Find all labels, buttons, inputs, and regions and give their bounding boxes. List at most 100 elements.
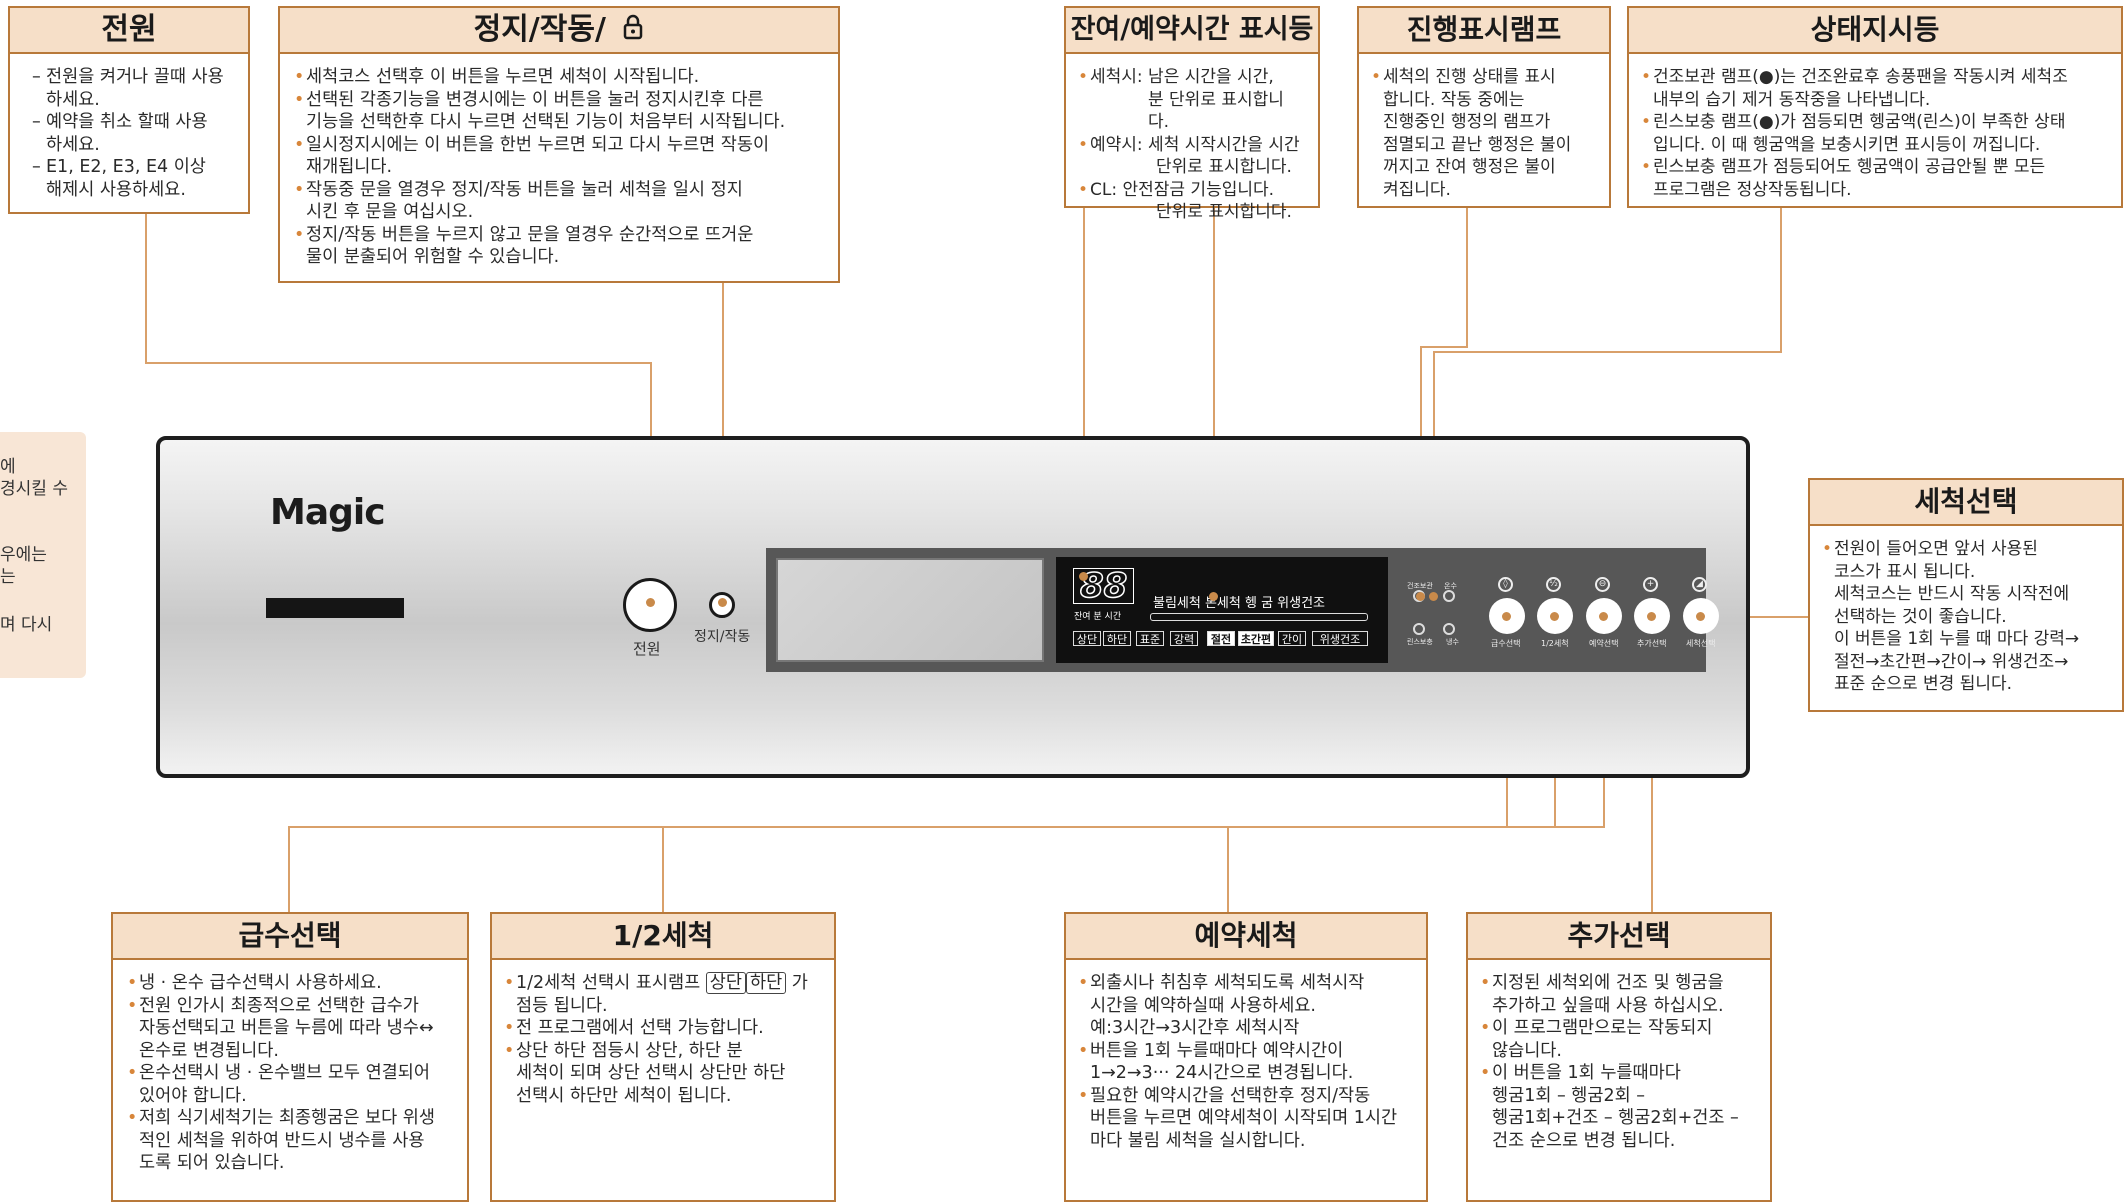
- half-line-cont: 세척이 되며 상단 선택시 상단만 하단: [516, 1063, 786, 1083]
- start-stop-button[interactable]: [709, 592, 735, 618]
- stop-line: 선택된 각종기능을 변경시에는 이 버튼을 눌러 정지시킨후 다른: [294, 89, 824, 112]
- callout-dot: [1647, 612, 1656, 621]
- wash-select-line: 전원이 들어오면 앞서 사용된: [1822, 538, 2108, 561]
- extra-line-cont: 건조 순으로 변경 됩니다.: [1492, 1130, 1676, 1151]
- lcd-digit-units: 잔여 분 시간: [1074, 612, 1122, 622]
- chip-upper: 상단: [1073, 631, 1101, 646]
- power-line: 예약을 취소 할때 사용: [32, 111, 234, 134]
- status-line: 건조보관 램프(●)는 건조완료후 송풍팬을 작동시켜 세척조: [1641, 66, 2107, 89]
- half-line: 상단 하단 점등시 상단, 하단 분: [504, 1040, 820, 1063]
- half-line: 전 프로그램에서 선택 가능합니다.: [504, 1017, 820, 1040]
- wash-select-title: 세척선택: [1810, 480, 2122, 526]
- power-line-cont: 하세요.: [46, 134, 100, 155]
- chip-lower: 하단: [1103, 631, 1131, 646]
- left-note-line: 며 다시: [0, 615, 53, 635]
- display-window: [776, 558, 1044, 662]
- wash-select-line-cont: 코스가 표시 됩니다.: [1834, 561, 1976, 582]
- callout-dot: [646, 598, 655, 607]
- callout-dot: [1599, 612, 1608, 621]
- water-line-cont: 도록 되어 있습니다.: [139, 1153, 285, 1173]
- status-line: 린스보충 램프(●)가 점등되면 헹굼액(린스)이 부족한 상태: [1641, 111, 2107, 134]
- callout-dot: [1429, 592, 1438, 601]
- water-line: 온수선택시 냉 · 온수밸브 모두 연결되어: [127, 1062, 453, 1085]
- remain-line-cont: 단위로 표시합니다.: [1156, 157, 1292, 177]
- callout-dot: [1550, 612, 1559, 621]
- stop-line-cont: 재개됩니다.: [306, 157, 393, 177]
- status-indicator-info-box: 상태지시등 건조보관 램프(●)는 건조완료후 송풍팬을 작동시켜 세척조 내부…: [1627, 6, 2123, 208]
- stop-title: 정지/작동/: [280, 8, 838, 54]
- reserve-label: 예약선택: [1589, 639, 1619, 648]
- reserve-wash-info-box: 예약세척 외출시나 취침후 세척되도록 세척시작 시간을 예약하실때 사용하세요…: [1064, 912, 1428, 1202]
- extra-select-info-box: 추가선택 지정된 세척외에 건조 및 헹굼을 추가하고 싶을때 사용 하십시오.…: [1466, 912, 1772, 1202]
- stop-line-cont: 시킨 후 문을 여십시오.: [306, 202, 474, 222]
- extra-select-icon: +: [1643, 577, 1658, 592]
- power-line-cont: 하세요.: [46, 89, 100, 110]
- progress-line-cont: 켜집니다.: [1383, 179, 1451, 200]
- stop-line: 정지/작동 버튼을 누르지 않고 문을 열경우 순간적으로 뜨거운: [294, 224, 824, 247]
- chip-eco: 절전: [1207, 631, 1235, 646]
- reserve-line: 필요한 예약시간을 선택한후 정지/작동: [1078, 1085, 1412, 1108]
- extra-line: 이 버튼을 1회 누를때마다: [1480, 1062, 1756, 1085]
- upper-badge: 상단: [705, 972, 746, 994]
- remain-line: CL: 안전잠금 기능입니다.: [1078, 179, 1304, 202]
- status-indicator-title: 상태지시등: [1629, 8, 2121, 54]
- reserve-wash-title: 예약세척: [1066, 914, 1426, 960]
- left-note-line: 우에는: [0, 545, 47, 565]
- progress-lamp-info-box: 진행표시램프 세척의 진행 상태를 표시 합니다. 작동 중에는 진행중인 행정…: [1357, 6, 1611, 208]
- lcd-progress-bar: [1150, 613, 1368, 621]
- callout-dot: [1209, 592, 1218, 601]
- wash-select-line-cont: 절전→초간편→간이→ 위생건조→: [1834, 651, 2069, 672]
- extra-line: 지정된 세척외에 건조 및 헹굼을: [1480, 972, 1756, 995]
- reserve-line-cont: 버튼을 누르면 예약세척이 시작되며 1시간: [1090, 1108, 1398, 1128]
- chip-strong: 강력: [1170, 631, 1198, 646]
- half-line-cont: 선택시 하단만 세척이 됩니다.: [516, 1085, 732, 1106]
- water-line-cont: 적인 세척을 위하여 반드시 냉수를 사용: [139, 1130, 425, 1151]
- progress-line: 세척의 진행 상태를 표시: [1371, 66, 1595, 89]
- lower-badge: 하단: [745, 972, 787, 994]
- remain-time-info-box: 잔여/예약시간 표시등 세척시: 남은 시간을 시간, 분 단위로 표시합니다.…: [1064, 6, 1320, 222]
- led-label-hot-water: 온수: [1444, 582, 1457, 590]
- chip-simple: 간이: [1278, 631, 1306, 646]
- stop-line: 세척코스 선택후 이 버튼을 누르면 세척이 시작됩니다.: [294, 66, 824, 89]
- half-wash-label: 1/2세척: [1541, 639, 1569, 648]
- reserve-line: 버튼을 1회 누를때마다 예약시간이: [1078, 1040, 1412, 1063]
- left-note-line: 에: [0, 457, 16, 477]
- start-stop-button-label: 정지/작동: [694, 629, 751, 645]
- lock-icon: [622, 9, 644, 53]
- water-select-title: 급수선택: [113, 914, 467, 960]
- water-line-cont: 있어야 합니다.: [139, 1085, 247, 1106]
- stop-info-box: 정지/작동/ 세척코스 선택후 이 버튼을 누르면 세척이 시작됩니다. 선택된…: [278, 6, 840, 283]
- progress-line-cont: 꺼지고 잔여 행정은 불이: [1383, 157, 1556, 177]
- wash-select-line-cont: 세척코스는 반드시 작동 시작전에: [1834, 584, 2070, 604]
- callout-dot: [1079, 572, 1088, 581]
- led-label-dry-storage: 건조보관: [1407, 582, 1433, 590]
- water-select-label: 급수선택: [1491, 639, 1521, 648]
- callout-dot: [718, 598, 727, 607]
- left-note-line: 는: [0, 567, 16, 587]
- chip-standard: 표준: [1136, 631, 1164, 646]
- wash-select-label: 세척선택: [1686, 639, 1716, 648]
- reserve-line-cont: 1→2→3··· 24시간으로 변경됩니다.: [1090, 1063, 1354, 1083]
- reserve-icon: ⊖: [1595, 577, 1610, 592]
- extra-line-cont: 헹굼1회+건조 – 헹굼2회+건조 –: [1492, 1108, 1739, 1128]
- water-line-cont: 자동선택되고 버튼을 누름에 따라 냉수↔: [139, 1018, 434, 1038]
- power-button-label: 전원: [633, 640, 661, 658]
- left-side-note: 에 경시킬 수 우에는 는 며 다시: [0, 432, 86, 678]
- wash-select-line-cont: 표준 순으로 변경 됩니다.: [1834, 674, 2013, 694]
- power-line: E1, E2, E3, E4 이상: [32, 156, 234, 179]
- led-label-rinse-refill: 린스보충: [1407, 638, 1433, 646]
- wash-select-info-box: 세척선택 전원이 들어오면 앞서 사용된 코스가 표시 됩니다. 세척코스는 반…: [1808, 478, 2124, 712]
- half-line-cont: 점등 됩니다.: [516, 995, 608, 1016]
- chip-quick: 초간편: [1238, 631, 1274, 646]
- extra-select-label: 추가선택: [1637, 639, 1667, 648]
- half-line-first-text: 1/2세척 선택시 표시램프: [516, 973, 701, 993]
- led-label-cold-water: 냉수: [1446, 638, 1459, 646]
- callout-dot: [1696, 612, 1705, 621]
- water-select-info-box: 급수선택 냉 · 온수 급수선택시 사용하세요. 전원 인가시 최종적으로 선택…: [111, 912, 469, 1202]
- wash-select-line-cont: 선택하는 것이 좋습니다.: [1834, 606, 2007, 627]
- extra-line-cont: 않습니다.: [1492, 1040, 1562, 1061]
- water-select-icon: ◊: [1498, 577, 1513, 592]
- stop-line: 작동중 문을 열경우 정지/작동 버튼을 눌러 세척을 일시 정지: [294, 179, 824, 202]
- progress-line-cont: 합니다. 작동 중에는: [1383, 89, 1525, 110]
- progress-line-cont: 점멸되고 끝난 행정은 불이: [1383, 134, 1572, 155]
